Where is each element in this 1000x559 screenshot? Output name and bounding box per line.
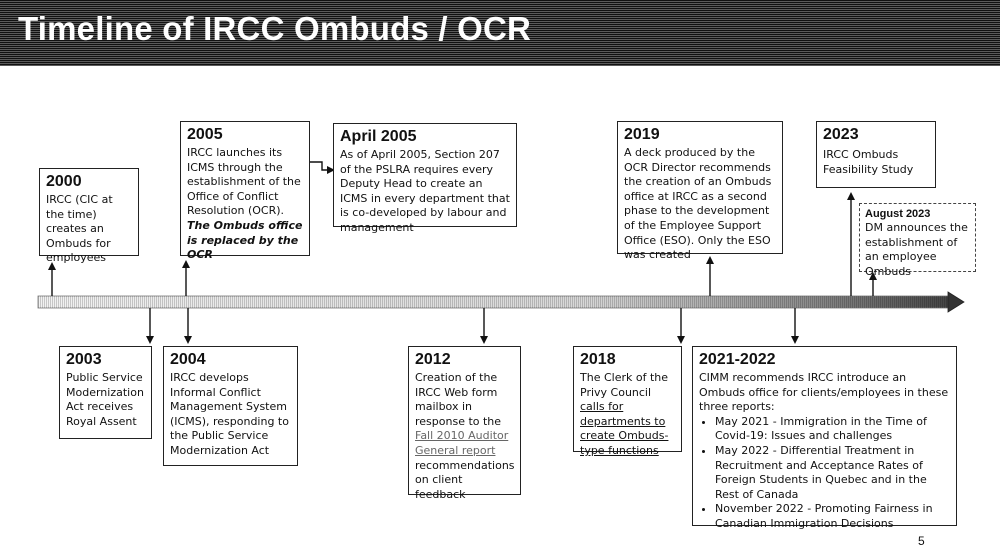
event-year: 2019: [624, 126, 660, 143]
event-box-2012: 2012 Creation of the IRCC Web form mailb…: [408, 346, 521, 501]
event-box-2005: 2005 IRCC launches its ICMS through the …: [180, 121, 310, 261]
connector-2005-to-april2005: [310, 161, 335, 174]
event-box-2023: 2023 IRCC Ombuds Feasibility Study: [816, 121, 936, 188]
event-text: IRCC launches its ICMS through the estab…: [187, 146, 301, 218]
event-text: IRCC (CIC at the time) creates an Ombuds…: [46, 193, 113, 265]
page-title: Timeline of IRCC Ombuds / OCR: [18, 10, 532, 47]
event-emphasis: The Ombuds office is replaced by the OCR: [187, 218, 303, 262]
event-text: Creation of the IRCC Web form mailbox in…: [415, 371, 502, 428]
event-year: April 2005: [340, 128, 417, 145]
event-text: A deck produced by the OCR Director reco…: [624, 146, 772, 262]
event-text: DM announces the establishment of an emp…: [865, 221, 968, 278]
report-item: May 2021 - Immigration in the Time of Co…: [715, 415, 950, 444]
event-text: IRCC develops Informal Conflict Manageme…: [170, 371, 289, 457]
event-year: 2000: [46, 173, 82, 190]
event-year: 2005: [187, 126, 223, 143]
event-intro: CIMM recommends IRCC introduce an Ombuds…: [699, 371, 949, 414]
report-list: May 2021 - Immigration in the Time of Co…: [699, 415, 950, 532]
event-year: 2018: [580, 351, 616, 368]
event-year: 2003: [66, 351, 102, 368]
event-box-august-2023: August 2023 DM announces the establishme…: [859, 203, 976, 278]
event-text: As of April 2005, Section 207 of the PSL…: [340, 148, 510, 234]
event-box-2018: 2018 The Clerk of the Privy Council call…: [573, 346, 682, 457]
event-box-2021-2022: 2021-2022 CIMM recommends IRCC introduce…: [692, 346, 957, 530]
privy-council-call-link[interactable]: calls for departments to create Ombuds-t…: [580, 400, 669, 457]
event-text: The Clerk of the Privy Council: [580, 371, 668, 399]
auditor-report-link[interactable]: Fall 2010 Auditor General report: [415, 429, 509, 457]
event-box-april-2005: April 2005 As of April 2005, Section 207…: [333, 123, 517, 234]
event-year: 2004: [170, 351, 206, 368]
event-year: 2023: [823, 126, 859, 143]
page-number: 5: [918, 534, 925, 548]
event-text: Public Service Modernization Act receive…: [66, 371, 144, 428]
event-box-2019: 2019 A deck produced by the OCR Director…: [617, 121, 783, 261]
title-banner: Timeline of IRCC Ombuds / OCR: [0, 0, 1000, 66]
event-year: 2021-2022: [699, 351, 776, 368]
event-box-2000: 2000 IRCC (CIC at the time) creates an O…: [39, 168, 139, 264]
event-box-2004: 2004 IRCC develops Informal Conflict Man…: [163, 346, 298, 466]
report-item: May 2022 - Differential Treatment in Rec…: [715, 444, 950, 502]
event-text: IRCC Ombuds Feasibility Study: [823, 148, 914, 176]
event-year: 2012: [415, 351, 451, 368]
report-item: November 2022 - Promoting Fairness in Ca…: [715, 502, 950, 531]
event-text-after: recommendations on client feedback: [415, 458, 515, 501]
event-year: August 2023: [865, 208, 931, 220]
event-box-2003: 2003 Public Service Modernization Act re…: [59, 346, 152, 439]
timeline-arrow: [37, 291, 965, 313]
